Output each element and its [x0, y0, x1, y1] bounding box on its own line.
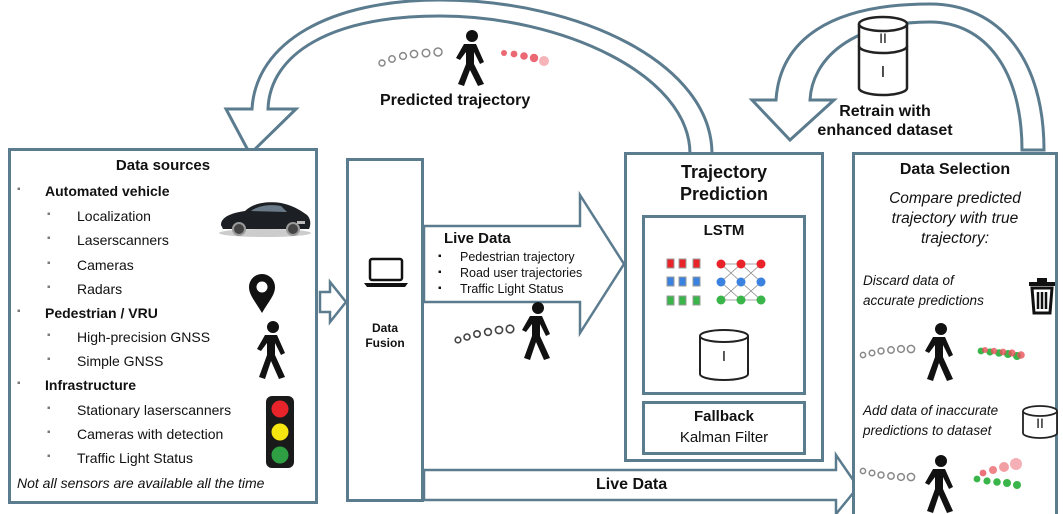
- prediction-title-line2: Prediction: [679, 184, 768, 204]
- lstm-db-label: I: [721, 348, 727, 365]
- traffic-light-icon: [266, 396, 294, 468]
- live-data-arrow: [422, 190, 626, 338]
- prediction-title-line1: Trajectory: [680, 162, 768, 182]
- fusion-line2: Fusion: [365, 336, 405, 350]
- group-infrastructure: Infrastructure: [17, 377, 136, 393]
- data-sources-title: Data sources: [115, 157, 211, 174]
- data-fusion-panel: Data Fusion: [346, 158, 424, 502]
- network-nodes: [716, 259, 766, 305]
- pedestrian-icon: [456, 30, 484, 86]
- live-data-title: Live Data: [444, 230, 511, 247]
- predicted-dots: [979, 458, 1022, 477]
- add-line2: predictions to dataset: [863, 423, 992, 438]
- location-pin-icon: [249, 274, 275, 313]
- compare-line2: trajectory with true: [891, 210, 1019, 227]
- item-cameras-detection: Cameras with detection: [47, 426, 223, 442]
- fallback-panel: Fallback Kalman Filter: [642, 401, 806, 455]
- data-fusion-label: Data Fusion: [349, 321, 421, 351]
- sources-to-fusion-arrow: [318, 278, 348, 326]
- data-selection-panel: Data Selection Compare predicted traject…: [852, 152, 1058, 514]
- live-pedestrian-illustration: [454, 302, 550, 360]
- live-data-item-road-users: Road user trajectories: [438, 266, 582, 280]
- fallback-title: Fallback: [693, 408, 755, 425]
- top-db-upper-label: II: [879, 30, 887, 46]
- item-radars: Radars: [47, 281, 122, 297]
- accurate-prediction-illustration: [859, 323, 1025, 381]
- fusion-line1: Data: [371, 321, 398, 335]
- lstm-panel: LSTM I: [642, 215, 806, 395]
- data-sources-footnote: Not all sensors are available all the ti…: [17, 475, 265, 491]
- past-trajectory-dots: [378, 47, 443, 67]
- true-dots: [973, 475, 1021, 489]
- inaccurate-prediction-illustration: [859, 455, 1022, 513]
- discard-line1: Discard data of: [863, 273, 954, 288]
- bottom-live-data-arrow: [422, 450, 860, 514]
- retrain-line2: enhanced dataset: [817, 122, 953, 139]
- group-pedestrian: Pedestrian / VRU: [17, 305, 158, 321]
- car-icon: [219, 202, 311, 237]
- live-data-item-pedestrian: Pedestrian trajectory: [438, 250, 575, 264]
- dataset-database-icon: [1022, 405, 1058, 439]
- add-line1: Add data of inaccurate: [863, 403, 999, 418]
- retrain-line1: Retrain with: [839, 103, 931, 120]
- item-stationary-laserscanners: Stationary laserscanners: [47, 402, 231, 418]
- retrain-arrow: [748, 2, 1046, 152]
- compare-line1: Compare predicted: [889, 190, 1021, 207]
- past-trajectory-dots: [859, 344, 916, 359]
- pedestrian-icon: [522, 302, 550, 360]
- predicted-trajectory-label: Predicted trajectory: [380, 92, 531, 109]
- predicted-trajectory-arrow: [223, 0, 714, 157]
- database-icon: [699, 329, 749, 381]
- item-cameras: Cameras: [47, 257, 134, 273]
- discard-line2: accurate predictions: [863, 293, 984, 308]
- predicted-trajectory-dots: [501, 50, 549, 66]
- prediction-title: Trajectory Prediction: [627, 161, 821, 205]
- predicted-vs-true-dots: [977, 347, 1025, 360]
- lstm-cells: [666, 258, 701, 306]
- pedestrian-icon: [925, 455, 953, 513]
- retrain-label: Retrain with enhanced dataset: [800, 102, 970, 140]
- add-text: Add data of inaccurate predictions to da…: [863, 401, 998, 441]
- pedestrian-icon: [257, 321, 285, 379]
- selection-title: Data Selection: [899, 161, 1011, 178]
- item-laserscanners: Laserscanners: [47, 232, 169, 248]
- compare-line3: trajectory:: [920, 230, 990, 247]
- neural-network-icon: [666, 258, 766, 306]
- compare-text: Compare predicted trajectory with true t…: [855, 189, 1055, 249]
- top-db-lower-label: I: [880, 64, 886, 81]
- group-automated-vehicle: Automated vehicle: [17, 183, 170, 199]
- trash-icon: [1029, 278, 1055, 315]
- bottom-live-data-label: Live Data: [596, 476, 668, 493]
- item-high-precision-gnss: High-precision GNSS: [47, 329, 210, 345]
- trajectory-prediction-panel: Trajectory Prediction LSTM: [624, 152, 824, 462]
- predicted-trajectory-illustration: [378, 30, 549, 86]
- live-data-list: Pedestrian trajectory Road user trajecto…: [428, 250, 598, 310]
- item-traffic-light-status: Traffic Light Status: [47, 450, 193, 466]
- selection-db-label: II: [1036, 415, 1044, 431]
- discard-text: Discard data of accurate predictions: [863, 271, 984, 311]
- enhanced-dataset-database-icon: [857, 15, 909, 97]
- data-sources-panel: Data sources Automated vehicle Localizat…: [8, 148, 318, 504]
- laptop-icon: [364, 257, 408, 287]
- past-trajectory-dots: [859, 467, 916, 482]
- lstm-label: LSTM: [703, 222, 745, 239]
- pedestrian-icon: [925, 323, 953, 381]
- live-data-item-traffic-light: Traffic Light Status: [438, 282, 563, 296]
- past-trajectory-dots: [454, 324, 515, 344]
- item-simple-gnss: Simple GNSS: [47, 353, 163, 369]
- fallback-sub: Kalman Filter: [679, 429, 769, 446]
- item-localization: Localization: [47, 208, 151, 224]
